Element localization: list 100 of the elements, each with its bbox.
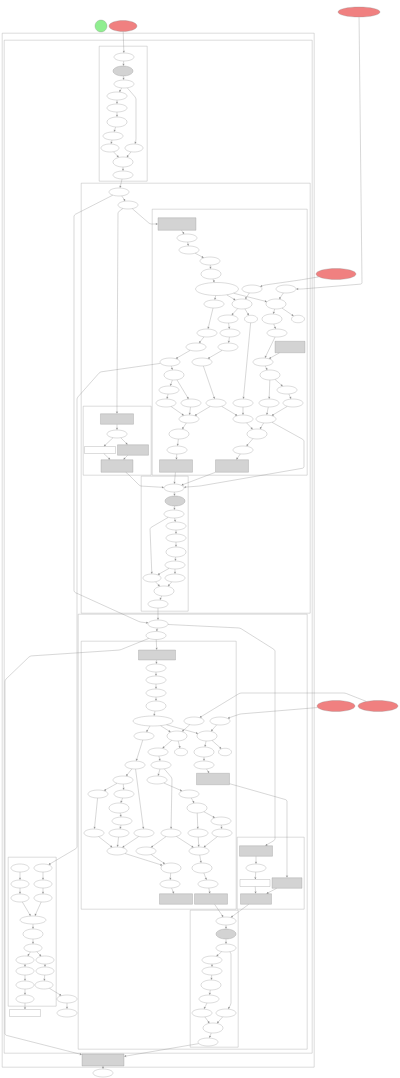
arrow [182,422,187,429]
arrow [113,151,119,158]
box-node [117,444,149,456]
arrow [266,407,269,415]
arrow [204,741,207,747]
arrow [268,380,271,399]
arrow [203,836,218,848]
ellipse-node [231,298,253,310]
arrow [279,292,284,299]
ellipse-node [108,802,130,814]
box-node [239,879,271,887]
arrow [122,167,124,171]
box-node [81,1053,125,1067]
ellipse-node [337,6,381,18]
ellipse-node [195,282,239,296]
arrow [104,437,114,447]
ellipse-node [191,862,213,874]
ellipse-node [357,700,399,712]
arrow [229,783,288,878]
arrow [176,350,191,359]
arrow [206,768,210,773]
arrow [124,853,163,866]
arrow [182,724,190,732]
cluster-box [237,837,305,910]
arrow [155,639,158,650]
arrow [135,769,145,829]
cluster-box [152,209,308,476]
arrow [225,925,227,929]
arrow [231,308,238,315]
arrow [266,888,277,894]
arrow [170,379,173,386]
arrow [203,811,215,818]
arrow [122,76,125,80]
box-node [271,877,303,889]
arrow [244,308,249,316]
arrow [149,517,169,574]
arrow [121,195,126,201]
arrow [4,638,149,1055]
arrow [203,872,207,880]
arrow [146,725,151,732]
ellipse-node [132,715,174,727]
ellipse-node [316,700,356,712]
arrow [174,557,177,561]
arrow [204,1016,210,1024]
ellipse-node [215,928,237,940]
arrow [122,61,125,66]
arrow [214,295,217,300]
box-node [215,459,249,473]
arrow [34,901,42,916]
box-node [157,217,197,231]
arrow [274,379,283,387]
cluster-box [141,476,189,612]
arrow [265,336,276,358]
arrow [197,837,200,847]
arrow [73,195,148,624]
arrow [227,707,318,719]
arrow [173,472,176,484]
arrow [127,87,137,144]
arrow [171,365,173,370]
arrow [120,437,128,445]
arrow [273,323,276,329]
arrow [176,379,189,399]
ellipse-node [186,802,208,814]
arrow [203,757,205,761]
arrow [199,855,202,863]
arrow [103,453,111,460]
arrow [132,208,158,225]
arrow [181,230,185,234]
arrow [122,784,125,790]
ellipse-node [22,928,44,940]
arrow [119,825,122,829]
box-node [159,893,193,905]
arrow [98,836,113,848]
cluster-box [83,406,152,476]
box-node [274,341,306,353]
arrow [210,975,213,980]
arrow [214,904,224,917]
cluster-box [99,46,148,182]
arrow [49,988,62,996]
ellipse-node [196,730,218,742]
arrow [176,439,179,446]
arrow [203,365,215,399]
arrow [125,472,164,489]
arrow [113,126,116,132]
arrow [246,438,254,446]
arrow [260,276,319,287]
arrow [124,1043,199,1057]
arrow [126,768,132,776]
arrow [184,422,305,488]
arrow [211,740,222,749]
arrow [296,17,363,290]
arrow [271,406,288,416]
arrow [173,506,176,510]
arrow [167,624,276,846]
arrow [217,1016,223,1024]
ellipse-node [145,700,167,712]
arrow [123,455,128,460]
arrow [231,904,249,918]
ellipse-node [246,428,268,440]
arrow [209,265,212,269]
